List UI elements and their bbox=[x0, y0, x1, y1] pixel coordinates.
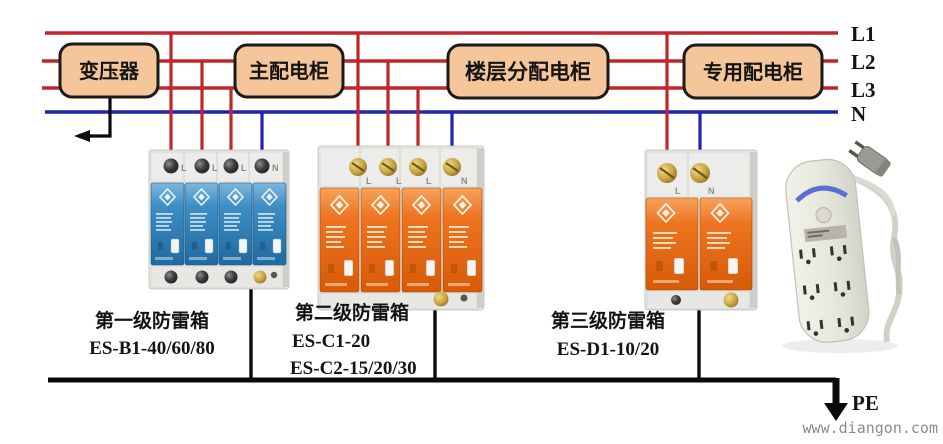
spd-module bbox=[184, 182, 219, 266]
bus-label-l2: L2 bbox=[851, 50, 876, 74]
cabinet-dedicated-distribution-label: 专用配电柜 bbox=[703, 60, 803, 84]
pe-arrow-head bbox=[824, 403, 848, 421]
spd3-terminal-1: L bbox=[675, 186, 681, 196]
spd3-model: ES-D1-10/20 bbox=[557, 339, 659, 360]
spd-module bbox=[319, 187, 360, 293]
bus-label-l1: L1 bbox=[851, 22, 876, 46]
spd2-terminal-4: N bbox=[461, 176, 468, 186]
spd1-terminal-3: L bbox=[241, 163, 247, 173]
transformer-ground-arrow bbox=[74, 95, 112, 142]
strip-button[interactable] bbox=[815, 207, 832, 224]
spd1-title: 第一级防雷箱 bbox=[95, 309, 209, 332]
spd1-terminal-2: L bbox=[212, 163, 218, 173]
spd-module bbox=[360, 187, 401, 293]
cabinet-transformer: 变压器 bbox=[58, 42, 160, 99]
spd1-terminal-1: L bbox=[181, 163, 187, 173]
cabinet-floor-distribution-label: 楼层分配电柜 bbox=[465, 60, 591, 84]
spd1-model: ES-B1-40/60/80 bbox=[89, 338, 215, 359]
spd3-terminal-2: N bbox=[708, 186, 715, 196]
cabinet-floor-distribution: 楼层分配电柜 bbox=[446, 43, 610, 100]
spd1-terminal-4: N bbox=[272, 163, 279, 173]
terminal-screw bbox=[223, 158, 239, 174]
power-strip bbox=[782, 140, 903, 353]
spd-captions: 第一级防雷箱 ES-B1-40/60/80 第二级防雷箱 ES-C1-20 ES… bbox=[89, 301, 665, 379]
spd-module bbox=[401, 187, 442, 293]
cabinet-transformer-label: 变压器 bbox=[79, 59, 140, 83]
spd2-terminal-2: L bbox=[396, 176, 402, 186]
spd2-terminal-3: L bbox=[426, 176, 432, 186]
cabinet-main-distribution-label: 主配电柜 bbox=[249, 59, 329, 83]
spd2-model-2: ES-C2-15/20/30 bbox=[290, 358, 417, 379]
earth-conductors: PE bbox=[48, 286, 879, 421]
bus-label-l3: L3 bbox=[851, 78, 876, 102]
spd-level1-device: L L L N bbox=[148, 149, 290, 290]
power-plug bbox=[848, 140, 891, 177]
power-strip-body bbox=[785, 158, 870, 343]
spd-module bbox=[645, 197, 699, 291]
spd-module bbox=[218, 182, 253, 266]
bus-label-n: N bbox=[851, 102, 866, 126]
spd2-title: 第二级防雷箱 bbox=[295, 301, 409, 324]
pe-label: PE bbox=[852, 391, 879, 415]
spd-module bbox=[150, 182, 185, 266]
watermark: www.diangon.com bbox=[803, 419, 938, 437]
spd2-model-1: ES-C1-20 bbox=[292, 331, 370, 352]
cabinets: 变压器 主配电柜 楼层分配电柜 专用配电柜 bbox=[58, 42, 824, 100]
terminal-screw bbox=[194, 158, 210, 174]
spd-level2-device: L L L N bbox=[317, 145, 485, 311]
gold-terminal-screws bbox=[349, 158, 461, 176]
spd-module bbox=[442, 187, 483, 293]
cabinet-main-distribution: 主配电柜 bbox=[233, 43, 345, 99]
spd-level3-device: L N bbox=[644, 149, 758, 311]
spd3-title: 第三级防雷箱 bbox=[551, 309, 665, 332]
strip-blue-arc bbox=[795, 185, 848, 203]
spd-module bbox=[699, 197, 753, 291]
terminal-screw bbox=[254, 158, 270, 174]
cabinet-dedicated-distribution: 专用配电柜 bbox=[682, 43, 824, 100]
power-bus-lines: L1 L2 L3 N bbox=[42, 22, 876, 126]
spd-module bbox=[252, 182, 287, 266]
spd2-terminal-1: L bbox=[366, 176, 372, 186]
strip-label-plate bbox=[803, 224, 848, 243]
terminal-screw bbox=[163, 158, 179, 174]
